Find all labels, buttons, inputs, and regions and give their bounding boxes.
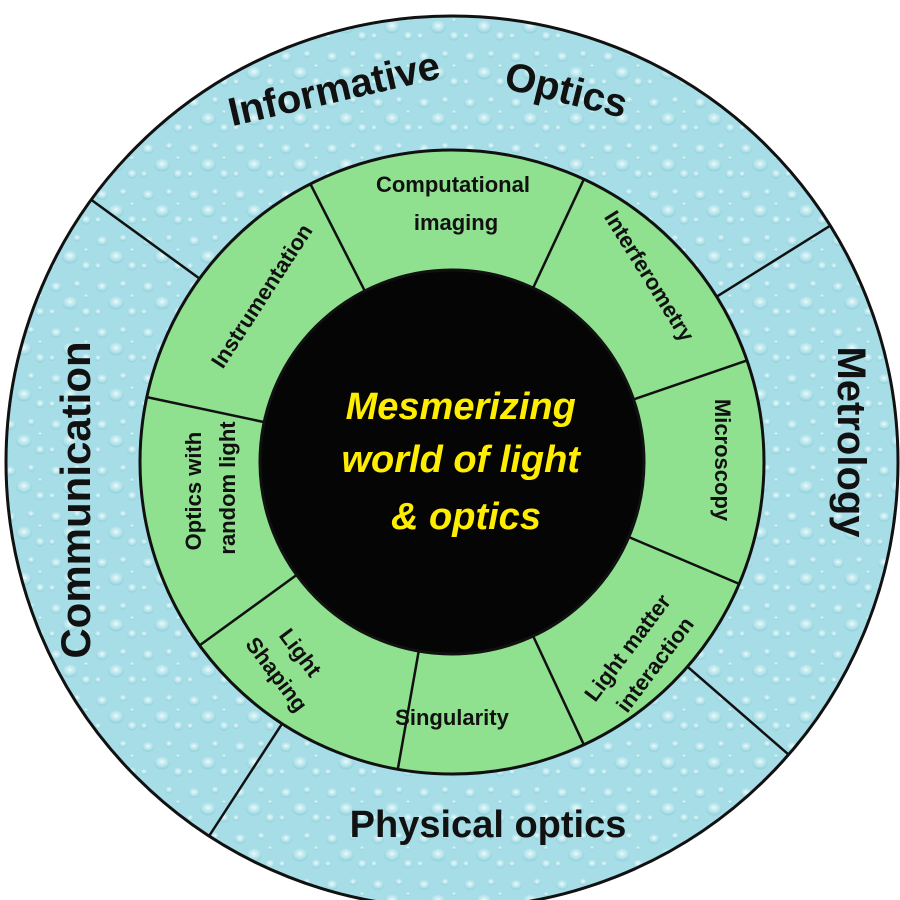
center-line-2: world of light xyxy=(341,439,581,481)
inner-label-singularity: Singularity xyxy=(395,705,509,730)
inner-divider-2 xyxy=(531,178,586,289)
center-title: Mesmerizing world of light & optics xyxy=(341,386,590,538)
inner-divider-3 xyxy=(633,359,748,401)
inner-divider-6 xyxy=(396,650,420,770)
outer-divider-2 xyxy=(715,224,831,298)
inner-label-computational-imaging: Computational imaging xyxy=(376,172,536,235)
inner-divider-4 xyxy=(628,535,740,586)
outer-ring-dividers xyxy=(90,198,831,837)
inner-divider-8 xyxy=(146,395,265,424)
outer-label-metrology: Metrology xyxy=(829,346,873,538)
outer-label-physical-optics: Physical optics xyxy=(350,804,627,846)
outer-divider-1 xyxy=(90,198,201,280)
inner-label-microscopy: Microscopy xyxy=(710,399,735,522)
inner-divider-7 xyxy=(198,573,298,647)
inner-divider-5 xyxy=(531,635,586,746)
inner-ring-dividers xyxy=(146,178,748,770)
center-line-3: & optics xyxy=(391,496,541,538)
center-line-1: Mesmerizing xyxy=(346,386,576,428)
inner-label-optics-random-light: Optics with random light xyxy=(181,421,240,555)
outer-divider-3 xyxy=(686,665,790,756)
outer-label-communication: Communication xyxy=(52,341,99,658)
outer-divider-4 xyxy=(208,723,284,837)
center-disc xyxy=(258,268,646,656)
inner-divider-1 xyxy=(309,183,366,292)
